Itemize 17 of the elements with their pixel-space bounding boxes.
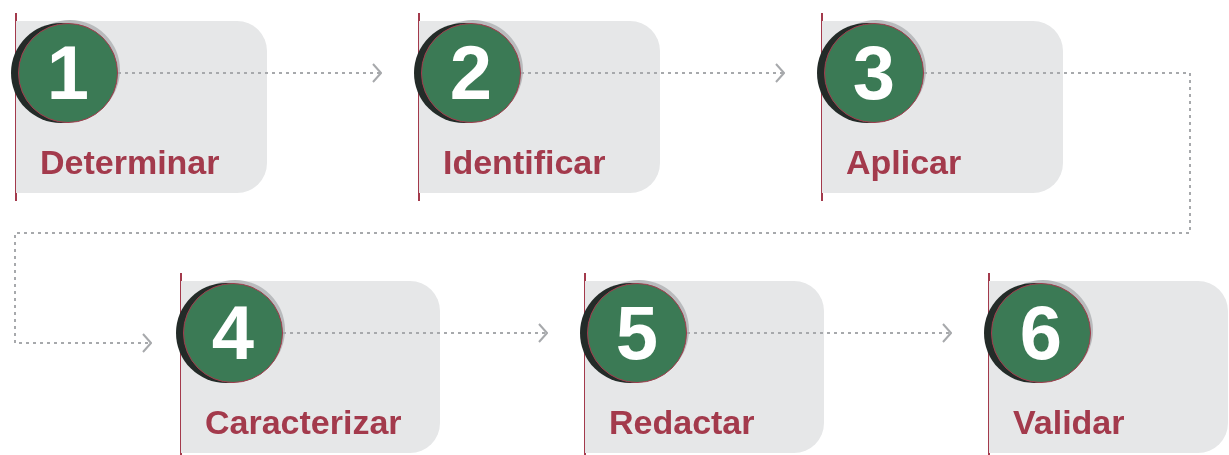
- step-title: Determinar: [40, 141, 220, 183]
- step-title: Validar: [1013, 401, 1125, 443]
- step-number: 1: [46, 35, 90, 111]
- step-title: Redactar: [609, 401, 755, 443]
- step-number: 6: [1019, 295, 1063, 371]
- step-number: 2: [449, 35, 493, 111]
- dashed-arrow: [282, 323, 548, 343]
- step-title: Caracterizar: [205, 401, 402, 443]
- dashed-arrow: [686, 323, 952, 343]
- dashed-arrow: [117, 63, 382, 83]
- step-number: 4: [211, 295, 255, 371]
- step-title: Aplicar: [846, 141, 962, 183]
- step-number: 5: [615, 295, 659, 371]
- dashed-arrow: [520, 63, 785, 83]
- step-number: 3: [852, 35, 896, 111]
- dashed-arrow: [14, 72, 1191, 353]
- step-title: Identificar: [443, 141, 606, 183]
